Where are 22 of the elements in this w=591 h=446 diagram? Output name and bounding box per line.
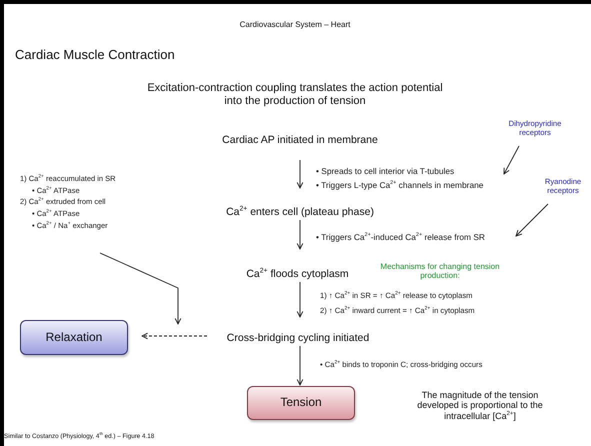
arrow xyxy=(504,146,520,174)
arrow xyxy=(296,282,304,318)
bullet-item: • Triggers Ca$^{2+}$-induced Ca$^{2+}$ release from SR xyxy=(316,233,486,243)
slide-header: Cardiovascular System – Heart xyxy=(238,20,352,30)
arrow xyxy=(296,346,304,386)
slide-title: Cardiac Muscle Contraction xyxy=(15,47,175,62)
step-text: Cross-bridging cycling initiated xyxy=(226,332,370,344)
note-text: The magnitude of the tension developed is proportional to the intracellular [Ca$^{2+}$] xyxy=(416,390,544,422)
arrow xyxy=(296,220,304,250)
arrow xyxy=(516,204,548,236)
step-text: Cardiac AP initiated in membrane xyxy=(221,134,379,146)
bullet-item: • Spreads to cell interior via T-tubules xyxy=(316,167,456,177)
result-box: Relaxation xyxy=(20,320,128,355)
section-heading: Mechanisms for changing tension production: xyxy=(380,262,500,280)
subtitle: Excitation-contraction coupling translates the action potential into the production of tension xyxy=(146,82,444,108)
step-text: Ca$^{2+}$ enters cell (plateau phase) xyxy=(225,206,375,218)
bullet-item: • Triggers L-type Ca$^{2+}$ channels in membrane xyxy=(316,180,484,190)
result-box: Tension xyxy=(247,386,355,420)
arrow xyxy=(296,160,304,188)
arrow xyxy=(142,332,208,340)
arrow xyxy=(100,252,182,324)
step-text: Ca$^{2+}$ floods cytoplasm xyxy=(245,268,350,280)
